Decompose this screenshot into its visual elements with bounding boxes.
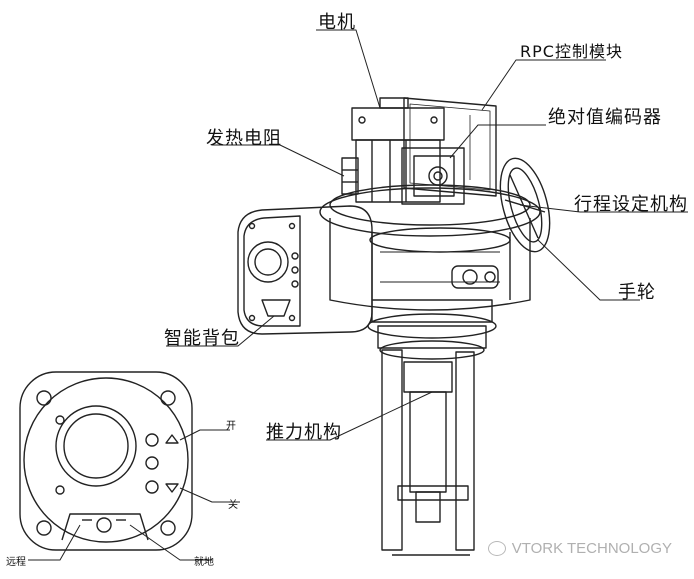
label-rpc-module: RPC控制模块 — [520, 42, 623, 61]
label-heater: 发热电阻 — [206, 128, 282, 149]
label-abs-encoder: 绝对值编码器 — [548, 107, 662, 128]
label-remote: 远程 — [6, 557, 26, 568]
watermark-text: VTORK TECHNOLOGY — [511, 540, 672, 557]
label-motor: 电机 — [318, 12, 356, 33]
label-handwheel: 手轮 — [618, 282, 656, 303]
leader-lines — [28, 29, 688, 561]
thrust-mechanism — [381, 349, 475, 556]
label-thrust-mech: 推力机构 — [266, 422, 342, 443]
smart-pack — [237, 205, 373, 335]
watermark: VTORK TECHNOLOGY — [487, 540, 672, 557]
handwheel — [499, 157, 551, 253]
label-local: 就地 — [194, 557, 214, 568]
rpc-control-module — [403, 97, 497, 197]
heater-resistor — [341, 157, 359, 195]
label-open: 开 — [226, 421, 236, 432]
motor — [351, 97, 445, 203]
front-view-inset — [19, 371, 193, 551]
absolute-encoder — [401, 147, 465, 205]
label-smart-pack: 智能背包 — [164, 328, 240, 349]
label-travel-mech: 行程设定机构 — [574, 194, 688, 215]
label-close: 关 — [228, 500, 238, 511]
wechat-bubble-icon — [487, 541, 506, 556]
